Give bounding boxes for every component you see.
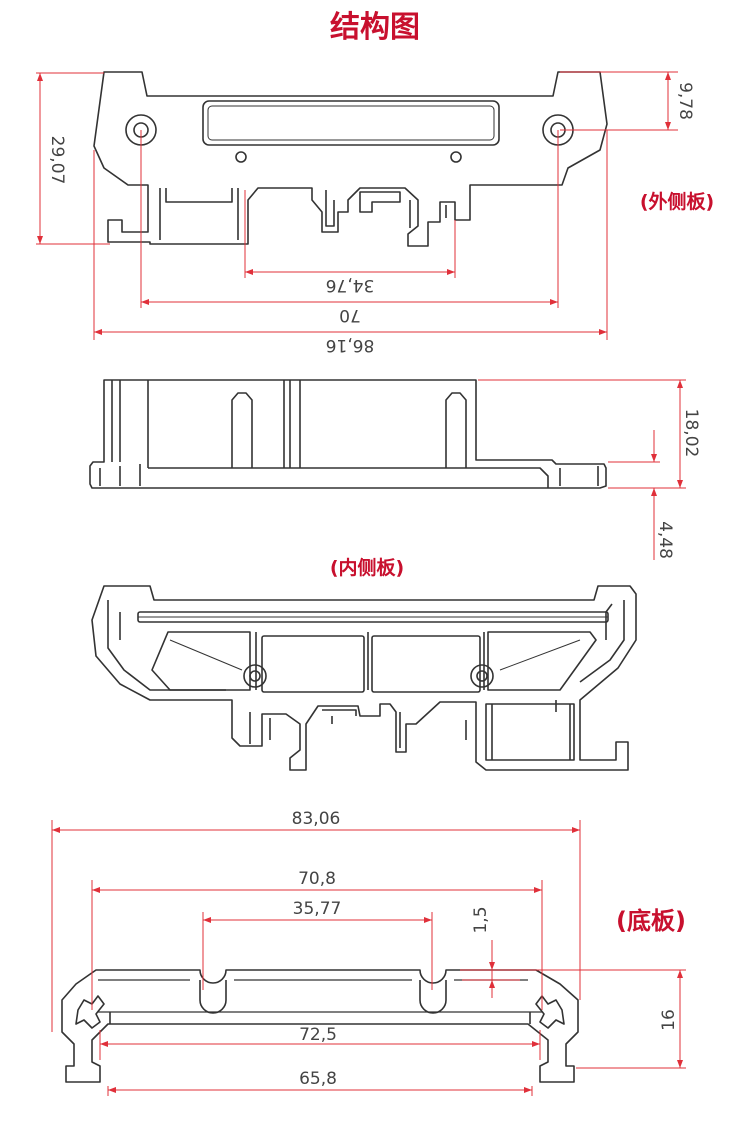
inner-hole-right xyxy=(470,664,494,688)
dim-side-height: 18,02 xyxy=(681,409,701,458)
page-title: 结构图 xyxy=(330,10,420,45)
base-plate-view xyxy=(61,969,579,1083)
inner-hole-left xyxy=(243,664,267,688)
label-window xyxy=(202,100,500,146)
inner-plate-label: (内侧板) xyxy=(330,556,404,579)
base-plate-dimensions xyxy=(51,820,686,1096)
dim-outer-overall-width: 86,16 xyxy=(326,335,375,355)
dim-base-height: 16 xyxy=(659,1009,679,1031)
dim-base-inner-rail: 72,5 xyxy=(299,1025,337,1045)
inner-plate-view xyxy=(91,585,637,771)
outer-plate-outline xyxy=(93,71,608,247)
dim-side-base: 4,48 xyxy=(655,521,675,559)
outer-plate-dimensions xyxy=(36,71,678,340)
dim-base-slot-span: 35,77 xyxy=(293,899,342,919)
side-dimensions xyxy=(478,379,686,560)
outer-plate-label: (外侧板) xyxy=(640,190,714,213)
base-plate-label: (底板) xyxy=(616,907,686,935)
inner-plate-outline xyxy=(91,585,637,771)
dim-base-slot-depth: 1,5 xyxy=(471,906,491,933)
side-view xyxy=(89,379,607,489)
dim-outer-inner-span: 34,76 xyxy=(326,275,375,295)
dim-outer-height-total: 29,07 xyxy=(47,136,67,185)
base-plate-outline xyxy=(61,969,579,1083)
dim-base-overall-width: 83,06 xyxy=(292,809,341,829)
outer-plate-view xyxy=(93,71,608,247)
dim-base-bottom-width: 65,8 xyxy=(299,1069,337,1089)
dim-outer-hole-span: 70 xyxy=(339,305,361,325)
dim-base-outer-span: 70,8 xyxy=(298,869,336,889)
side-view-outline xyxy=(89,379,607,489)
dim-outer-top-offset: 9,78 xyxy=(675,82,695,120)
